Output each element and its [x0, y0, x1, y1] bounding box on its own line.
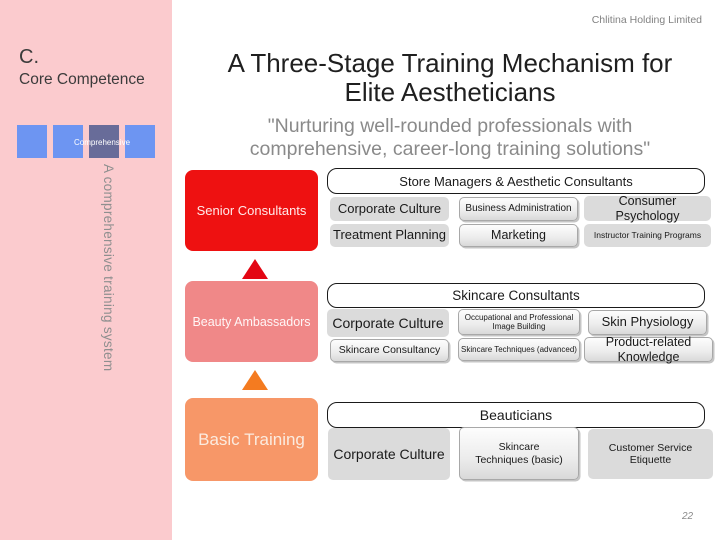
subtitle-line-1: "Nurturing well-rounded professionals wi… — [267, 115, 633, 137]
stage-box-basic-training: Basic Training — [185, 398, 318, 481]
squares-label: Comprehensive — [73, 138, 131, 147]
square-icon — [89, 125, 119, 158]
training-item: Product-related Knowledge — [584, 335, 713, 364]
title-line-2: Elite Aestheticians — [344, 77, 556, 107]
square-icon — [125, 125, 155, 158]
subtitle-line-2: comprehensive, career-long training solu… — [249, 138, 651, 160]
training-item: Instructor Training Programs — [584, 224, 711, 247]
training-item: Occupational and Professional Image Buil… — [458, 309, 580, 335]
audience-header-beauticians: Beauticians — [327, 402, 705, 428]
training-item: Customer Service Etiquette — [588, 429, 713, 479]
training-item: Corporate Culture — [327, 309, 449, 337]
training-item: Skincare Consultancy — [330, 339, 449, 362]
training-item: Business Administration — [459, 197, 578, 221]
training-item: Skin Physiology — [588, 310, 707, 335]
audience-header-skincare-consultants: Skincare Consultants — [327, 283, 705, 308]
slide-title: A Three-Stage Training Mechanism for Eli… — [185, 49, 715, 107]
training-item: Marketing — [459, 224, 578, 247]
decorative-squares — [17, 125, 155, 158]
audience-header-store-managers: Store Managers & Aesthetic Consultants — [327, 168, 705, 194]
training-item: Corporate Culture — [330, 197, 449, 221]
square-icon — [17, 125, 47, 158]
slide-subtitle: "Nurturing well-rounded professionals wi… — [185, 115, 715, 161]
title-line-1: A Three-Stage Training Mechanism for — [227, 48, 673, 78]
square-icon — [53, 125, 83, 158]
page-number: 22 — [682, 511, 694, 522]
training-item: Corporate Culture — [328, 428, 450, 480]
section-letter: C. — [19, 46, 39, 68]
vertical-caption: A comprehensive training system — [101, 164, 116, 372]
sidebar: C. Core Competence Comprehensive A compr… — [0, 0, 172, 540]
company-name: Chlitina Holding Limited — [591, 14, 702, 26]
training-item: Skincare Techniques (advanced) — [458, 338, 580, 361]
section-title: Core Competence — [19, 71, 145, 88]
training-item: Treatment Planning — [330, 224, 449, 247]
training-item: Skincare Techniques (basic) — [459, 427, 579, 480]
stage-box-beauty-ambassadors: Beauty Ambassadors — [185, 281, 318, 362]
up-arrow-icon — [242, 370, 268, 390]
up-arrow-icon — [242, 259, 268, 279]
stage-box-senior-consultants: Senior Consultants — [185, 170, 318, 251]
training-item: Consumer Psychology — [584, 194, 711, 223]
